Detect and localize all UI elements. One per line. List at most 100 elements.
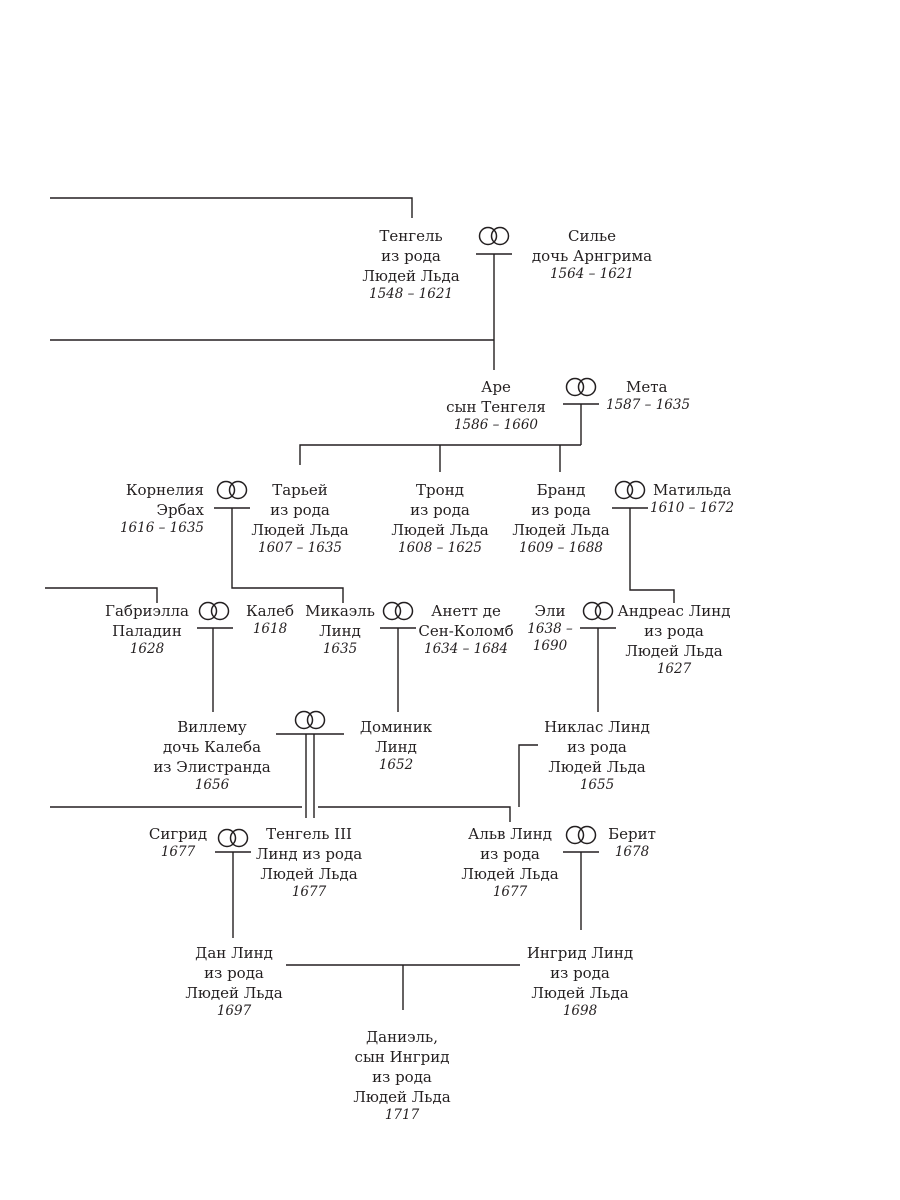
person-name: Эли — [534, 602, 566, 620]
person-name: Людей Льда — [625, 642, 723, 660]
person-name: Никлас Линд — [544, 718, 650, 736]
person-name: Виллему — [177, 718, 247, 736]
person-tengel3: Тенгель III Линд из рода Людей Льда 1677 — [256, 824, 362, 901]
person-tarjei: Тарьей из рода Людей Льда 1607 – 1635 — [251, 480, 348, 557]
wedding-rings-icon — [614, 480, 646, 500]
line-to-alv — [318, 806, 511, 822]
person-years: 1638 – — [527, 621, 573, 637]
person-name: из рода — [531, 501, 591, 519]
person-years: 1677 — [492, 884, 528, 900]
person-name: Микаэль — [305, 602, 375, 620]
wedding-rings-icon — [382, 601, 414, 621]
person-name: Людей Льда — [185, 984, 283, 1002]
person-tengel: Тенгель из рода Людей Льда 1548 – 1621 — [362, 226, 459, 303]
person-name: Сен-Коломб — [418, 622, 514, 640]
person-kornelia: Корнелия Эрбах 1616 – 1635 — [110, 480, 204, 537]
person-name: Матильда — [653, 481, 732, 499]
person-gabriella: Габриэлла Паладин 1628 — [105, 601, 189, 658]
person-years: 1564 – 1621 — [549, 266, 635, 282]
person-years: 1717 — [384, 1107, 420, 1123]
connector-lines — [45, 197, 675, 1010]
person-name: Тарьей — [272, 481, 328, 499]
person-are: Аре сын Тенгеля 1586 – 1660 — [446, 377, 546, 434]
wedding-rings-icon — [217, 828, 249, 848]
person-name: Ингрид Линд — [526, 944, 634, 962]
person-years: 1616 – 1635 — [119, 520, 204, 536]
wedding-rings-icon — [565, 377, 597, 397]
person-name: Доминик — [359, 718, 433, 736]
person-silje: Силье дочь Арнгрима 1564 – 1621 — [532, 226, 652, 283]
person-name: из рода — [372, 1068, 432, 1086]
person-berit: Берит 1678 — [608, 824, 656, 861]
person-name: Людей Льда — [531, 984, 629, 1002]
person-name: Корнелия — [125, 481, 204, 499]
person-villemo: Виллему дочь Калеба из Элистранда 1656 — [153, 717, 270, 794]
person-name: из Элистранда — [153, 758, 271, 776]
person-brand: Бранд из рода Людей Льда 1609 – 1688 — [512, 480, 609, 557]
person-trond: Тронд из рода Людей Льда 1608 – 1625 — [391, 480, 488, 557]
person-years: 1690 — [532, 638, 568, 654]
person-ingrid: Ингрид Линд из рода Людей Льда 1698 — [527, 943, 633, 1020]
person-years: 1698 — [562, 1003, 598, 1019]
person-name: из рода — [410, 501, 470, 519]
person-name: дочь Арнгрима — [531, 247, 653, 265]
person-years: 1618 — [252, 621, 288, 637]
person-dominik: Доминик Линд 1652 — [360, 717, 432, 774]
person-name: Эрбах — [156, 501, 204, 519]
person-name: Линд — [319, 622, 361, 640]
line-left-to-tengel — [50, 197, 413, 218]
person-eli: Эли 1638 – 1690 — [527, 601, 572, 655]
person-name: Даниэль, — [365, 1028, 438, 1046]
person-name: Тенгель — [379, 227, 443, 245]
person-name: Габриэлла — [105, 602, 189, 620]
person-name: Людей Льда — [461, 865, 559, 883]
person-years: 1697 — [216, 1003, 252, 1019]
line-children-of-are — [299, 444, 581, 465]
person-name: Паладин — [112, 622, 182, 640]
person-years: 1609 – 1688 — [518, 540, 604, 556]
wedding-rings-icon — [565, 825, 597, 845]
person-years: 1655 — [579, 777, 615, 793]
person-years: 1634 – 1684 — [423, 641, 509, 657]
person-name: Берит — [608, 825, 656, 843]
wedding-rings-icon — [294, 710, 326, 730]
person-name: Сигрид — [148, 825, 208, 843]
person-sigrid: Сигрид 1677 — [149, 824, 207, 861]
person-name: Бранд — [536, 481, 586, 499]
person-name: Анетт де — [431, 602, 501, 620]
person-name: Людей Льда — [260, 865, 358, 883]
person-years: 1635 — [322, 641, 358, 657]
person-daniel: Даниэль, сын Ингрид из рода Людей Льда 1… — [353, 1027, 450, 1124]
person-years: 1587 – 1635 — [606, 397, 691, 413]
person-name: Аре — [481, 378, 511, 396]
person-name: Линд — [375, 738, 417, 756]
wedding-rings-icon — [582, 601, 614, 621]
person-name: Тронд — [416, 481, 464, 499]
person-name: Людей Льда — [353, 1088, 451, 1106]
person-name: из рода — [480, 845, 540, 863]
person-years: 1610 – 1672 — [650, 500, 735, 516]
person-name: дочь Калеба — [162, 738, 262, 756]
person-name: Людей Льда — [362, 267, 460, 285]
person-anett: Анетт де Сен-Коломб 1634 – 1684 — [418, 601, 513, 658]
wedding-rings-icon — [478, 226, 510, 246]
line-niklas-to-alv — [518, 744, 538, 807]
person-matilda: Матильда 1610 – 1672 — [650, 480, 734, 517]
person-years: 1652 — [378, 757, 414, 773]
person-years: 1656 — [194, 777, 230, 793]
line-to-mikael — [231, 508, 344, 603]
person-years: 1607 – 1635 — [257, 540, 343, 556]
person-name: Людей Льда — [548, 758, 646, 776]
person-name: Людей Льда — [512, 521, 610, 539]
person-alv: Альв Линд из рода Людей Льда 1677 — [461, 824, 558, 901]
person-kaleb: Калеб 1618 — [246, 601, 294, 638]
person-name: Людей Льда — [391, 521, 489, 539]
person-name: Тенгель III — [266, 825, 352, 843]
person-years: 1548 – 1621 — [368, 286, 454, 302]
person-years: 1677 — [291, 884, 327, 900]
person-name: Людей Льда — [251, 521, 349, 539]
person-name: сын Ингрид — [354, 1048, 450, 1066]
person-mikael: Микаэль Линд 1635 — [305, 601, 375, 658]
person-years: 1677 — [160, 844, 196, 860]
